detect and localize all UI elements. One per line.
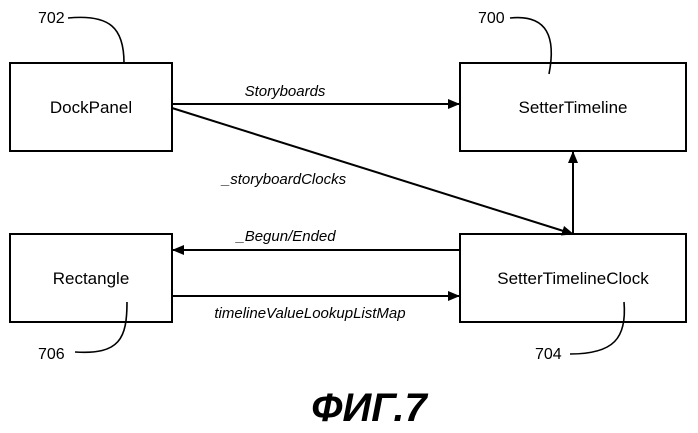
ref-label-704: 704 [535,346,562,363]
figure-caption: ФИГ.7 [311,386,428,430]
setter-timeline-label: SetterTimeline [519,98,628,117]
edge-label-timeline-lookup: timelineValueLookupListMap [214,305,405,322]
edge-label-storyboards: Storyboards [245,83,326,100]
dockpanel-label: DockPanel [50,98,132,117]
setter-timeline-clock-label: SetterTimelineClock [497,269,649,288]
ref-label-706: 706 [38,346,65,363]
leader-702 [68,17,124,63]
ref-label-702: 702 [38,10,65,27]
edge-label-storyboard-clocks: _storyboardClocks [220,171,347,188]
ref-label-700: 700 [478,10,505,27]
edge-label-begun-ended: _Begun/Ended [234,228,336,245]
rectangle-label: Rectangle [53,269,130,288]
